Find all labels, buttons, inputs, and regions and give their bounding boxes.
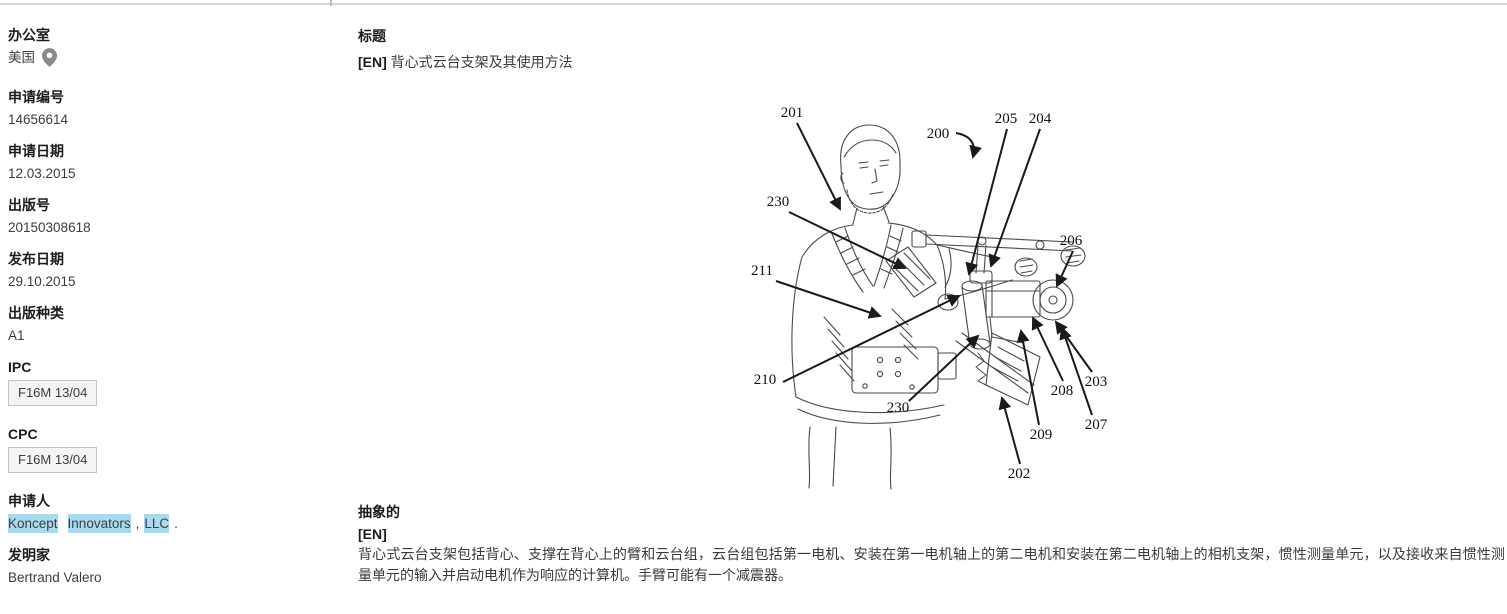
meta-value-publication-kind: A1 <box>8 326 338 345</box>
abstract-block: 抽象的 [EN] 背心式云台支架包括背心、支撑在背心上的臂和云台组，云台组包括第… <box>358 503 1505 586</box>
meta-value-publication-number: 20150308618 <box>8 218 338 237</box>
top-divider <box>0 3 1507 5</box>
location-pin-icon <box>42 48 57 67</box>
meta-section-ipc: IPC F16M 13/04 <box>8 358 338 406</box>
meta-section-publication-kind: 出版种类 A1 <box>8 304 338 345</box>
meta-value-office: 美国 <box>8 48 338 67</box>
figure-ref-230: 230 <box>887 400 910 416</box>
figure-ref-203: 203 <box>1085 374 1108 390</box>
figure-arrow-208 <box>1031 316 1064 382</box>
meta-text-inventor: Bertrand Valero <box>8 570 102 585</box>
figure-ref-205: 205 <box>995 111 1018 127</box>
patent-drawing-person <box>791 124 1086 490</box>
meta-value-cpc: F16M 13/04 <box>8 447 338 473</box>
meta-label-publication-date: 发布日期 <box>8 251 64 267</box>
meta-section-application-date: 申请日期 12.03.2015 <box>8 142 338 183</box>
figure-arrow-205 <box>965 128 1008 276</box>
figure-arrow-210 <box>782 295 961 383</box>
meta-text-application-number: 14656614 <box>8 112 69 127</box>
highlighted-term: Innovators <box>67 514 131 533</box>
figure-arrow-202 <box>998 396 1021 465</box>
meta-label-publication-kind: 出版种类 <box>8 305 64 321</box>
classification-code-chip-ipc[interactable]: F16M 13/04 <box>8 380 98 406</box>
abstract-text: 背心式云台支架包括背心、支撑在背心上的臂和云台组，云台组包括第一电机、安装在第一… <box>358 546 1505 583</box>
figure-arrow-211 <box>775 280 882 319</box>
patent-figure: .ref-num{font-family:"Liberation Serif",… <box>740 95 1120 493</box>
figure-ref-210: 210 <box>754 372 777 388</box>
patent-meta-sidebar: 办公室美国申请编号 14656614 申请日期 12.03.2015 出版号 201503… <box>8 26 338 600</box>
patent-drawing-gimbal <box>851 230 1074 406</box>
meta-text-office: 美国 <box>8 50 35 65</box>
figure-arrow-201 <box>796 122 841 211</box>
meta-section-cpc: CPC F16M 13/04 <box>8 425 338 473</box>
meta-label-application-number: 申请编号 <box>8 89 64 105</box>
meta-value-publication-date: 29.10.2015 <box>8 272 338 291</box>
meta-value-application-number: 14656614 <box>8 110 338 129</box>
meta-text-publication-kind: A1 <box>8 328 25 343</box>
figure-ref-211: 211 <box>751 263 773 279</box>
meta-value-inventor: Bertrand Valero <box>8 568 338 587</box>
meta-value-ipc: F16M 13/04 <box>8 380 338 406</box>
figure-arrow-209 <box>1016 329 1040 426</box>
figure-ref-201: 201 <box>781 105 804 121</box>
figure-ref-200: 200 <box>927 126 950 142</box>
figure-arrow-230 <box>788 211 907 270</box>
figure-arrow-200 <box>955 132 982 159</box>
figure-ref-208: 208 <box>1051 383 1074 399</box>
meta-label-ipc: IPC <box>8 359 32 375</box>
meta-label-applicant: 申请人 <box>8 493 50 509</box>
figure-ref-204: 204 <box>1029 111 1052 127</box>
highlighted-term: LLC <box>144 514 170 533</box>
figure-ref-209: 209 <box>1030 427 1053 443</box>
title-label: 标题 <box>358 28 386 44</box>
abstract-language-tag: [EN] <box>358 526 387 542</box>
figure-ref-207: 207 <box>1085 417 1108 433</box>
meta-section-publication-date: 发布日期 29.10.2015 <box>8 250 338 291</box>
figure-arrow-204 <box>988 128 1041 268</box>
meta-text-publication-number: 20150308618 <box>8 220 91 235</box>
meta-value-applicant: Koncept Innovators, LLC. <box>8 514 338 533</box>
figure-ref-206: 206 <box>1060 233 1083 249</box>
meta-label-application-date: 申请日期 <box>8 143 64 159</box>
figure-arrow-230 <box>908 334 980 402</box>
meta-label-inventor: 发明家 <box>8 547 50 563</box>
meta-label-office: 办公室 <box>8 27 50 43</box>
patent-title: 背心式云台支架及其使用方法 <box>390 54 573 70</box>
figure-arrow-207 <box>1059 326 1093 416</box>
meta-section-publication-number: 出版号 20150308618 <box>8 196 338 237</box>
highlighted-term: Koncept <box>8 514 58 533</box>
column-divider-tick <box>330 0 332 6</box>
meta-text-application-date: 12.03.2015 <box>8 166 76 181</box>
meta-text-publication-date: 29.10.2015 <box>8 274 76 289</box>
meta-section-applicant: 申请人 Koncept Innovators, LLC. <box>8 492 338 533</box>
patent-title-line: [EN] 背心式云台支架及其使用方法 <box>358 53 1497 72</box>
figure-arrow-206 <box>1055 250 1074 288</box>
meta-section-inventor: 发明家 Bertrand Valero <box>8 546 338 587</box>
abstract-label: 抽象的 <box>358 504 400 520</box>
plain-text: , <box>135 516 140 531</box>
meta-label-publication-number: 出版号 <box>8 197 50 213</box>
plain-text: . <box>174 516 178 531</box>
title-block: 标题 [EN] 背心式云台支架及其使用方法 <box>358 27 1497 72</box>
figure-ref-230: 230 <box>767 194 790 210</box>
figure-reference-labels: 201 200 205 204 230 211 206 210 230 208 203 209 207 2… <box>751 105 1108 482</box>
classification-code-chip-cpc[interactable]: F16M 13/04 <box>8 447 98 473</box>
meta-section-office: 办公室美国 <box>8 26 338 67</box>
meta-value-application-date: 12.03.2015 <box>8 164 338 183</box>
title-language-tag: [EN] <box>358 54 387 70</box>
figure-ref-202: 202 <box>1008 466 1031 482</box>
meta-section-application-number: 申请编号 14656614 <box>8 88 338 129</box>
meta-label-cpc: CPC <box>8 426 38 442</box>
